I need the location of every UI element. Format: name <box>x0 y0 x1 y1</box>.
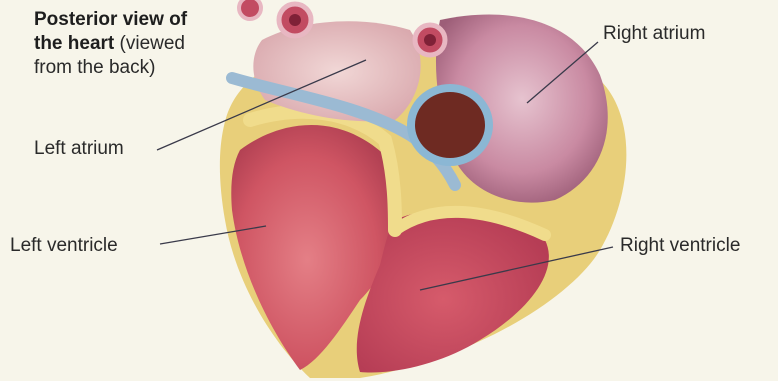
vena-cava-opening <box>407 84 493 166</box>
label-right-ventricle: Right ventricle <box>620 234 740 258</box>
label-right-atrium: Right atrium <box>603 22 705 46</box>
label-left-atrium: Left atrium <box>34 137 124 161</box>
label-left-ventricle: Left ventricle <box>10 234 118 258</box>
